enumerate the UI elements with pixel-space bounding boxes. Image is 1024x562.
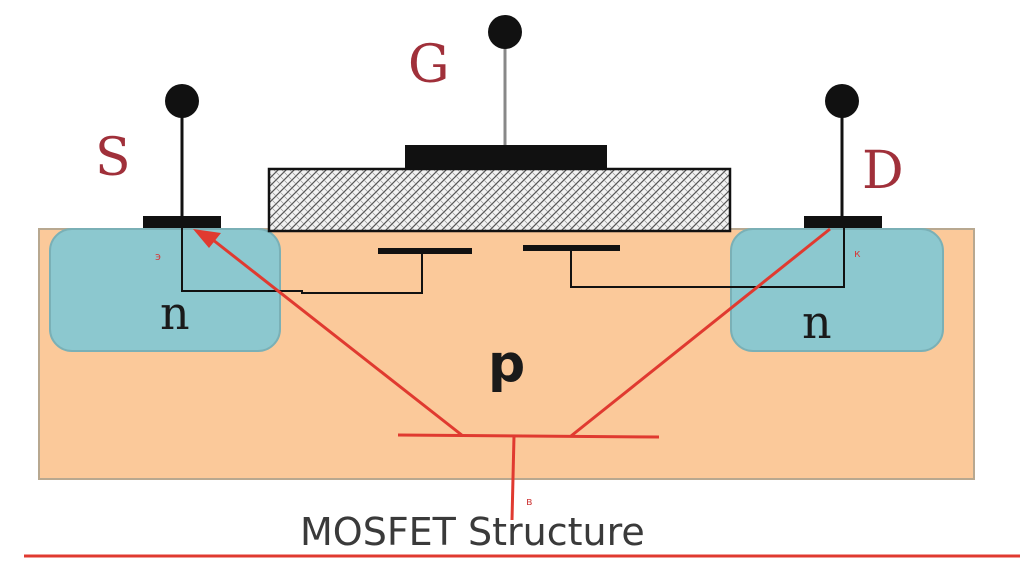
- caption: MOSFET Structure: [300, 510, 645, 554]
- collector-line: [570, 227, 831, 438]
- source-label: S: [95, 128, 131, 188]
- collector-label: к: [854, 247, 861, 260]
- gate-label: G: [408, 35, 450, 95]
- source-contact: [143, 216, 221, 228]
- source-well-label: n: [160, 286, 190, 340]
- gate-oxide: [267, 167, 732, 233]
- source-terminal-dot: [165, 84, 199, 118]
- emitter-arrow-line: [207, 234, 464, 438]
- base-horizontal-line: [397, 433, 660, 439]
- gate-metal: [405, 145, 607, 170]
- substrate-label: p: [488, 334, 525, 394]
- base-lead: [510, 435, 516, 521]
- source-wire: [181, 228, 423, 294]
- drain-well-label: n: [802, 295, 832, 349]
- base-label: в: [526, 495, 532, 508]
- gate-terminal-dot: [488, 15, 522, 49]
- drain-n-well: [730, 228, 944, 352]
- emitter-label: э: [155, 250, 161, 263]
- drain-contact: [804, 216, 882, 228]
- drain-label: D: [862, 141, 904, 201]
- drain-wire: [570, 228, 845, 288]
- drain-terminal-dot: [825, 84, 859, 118]
- emitter-arrowhead: [193, 229, 221, 248]
